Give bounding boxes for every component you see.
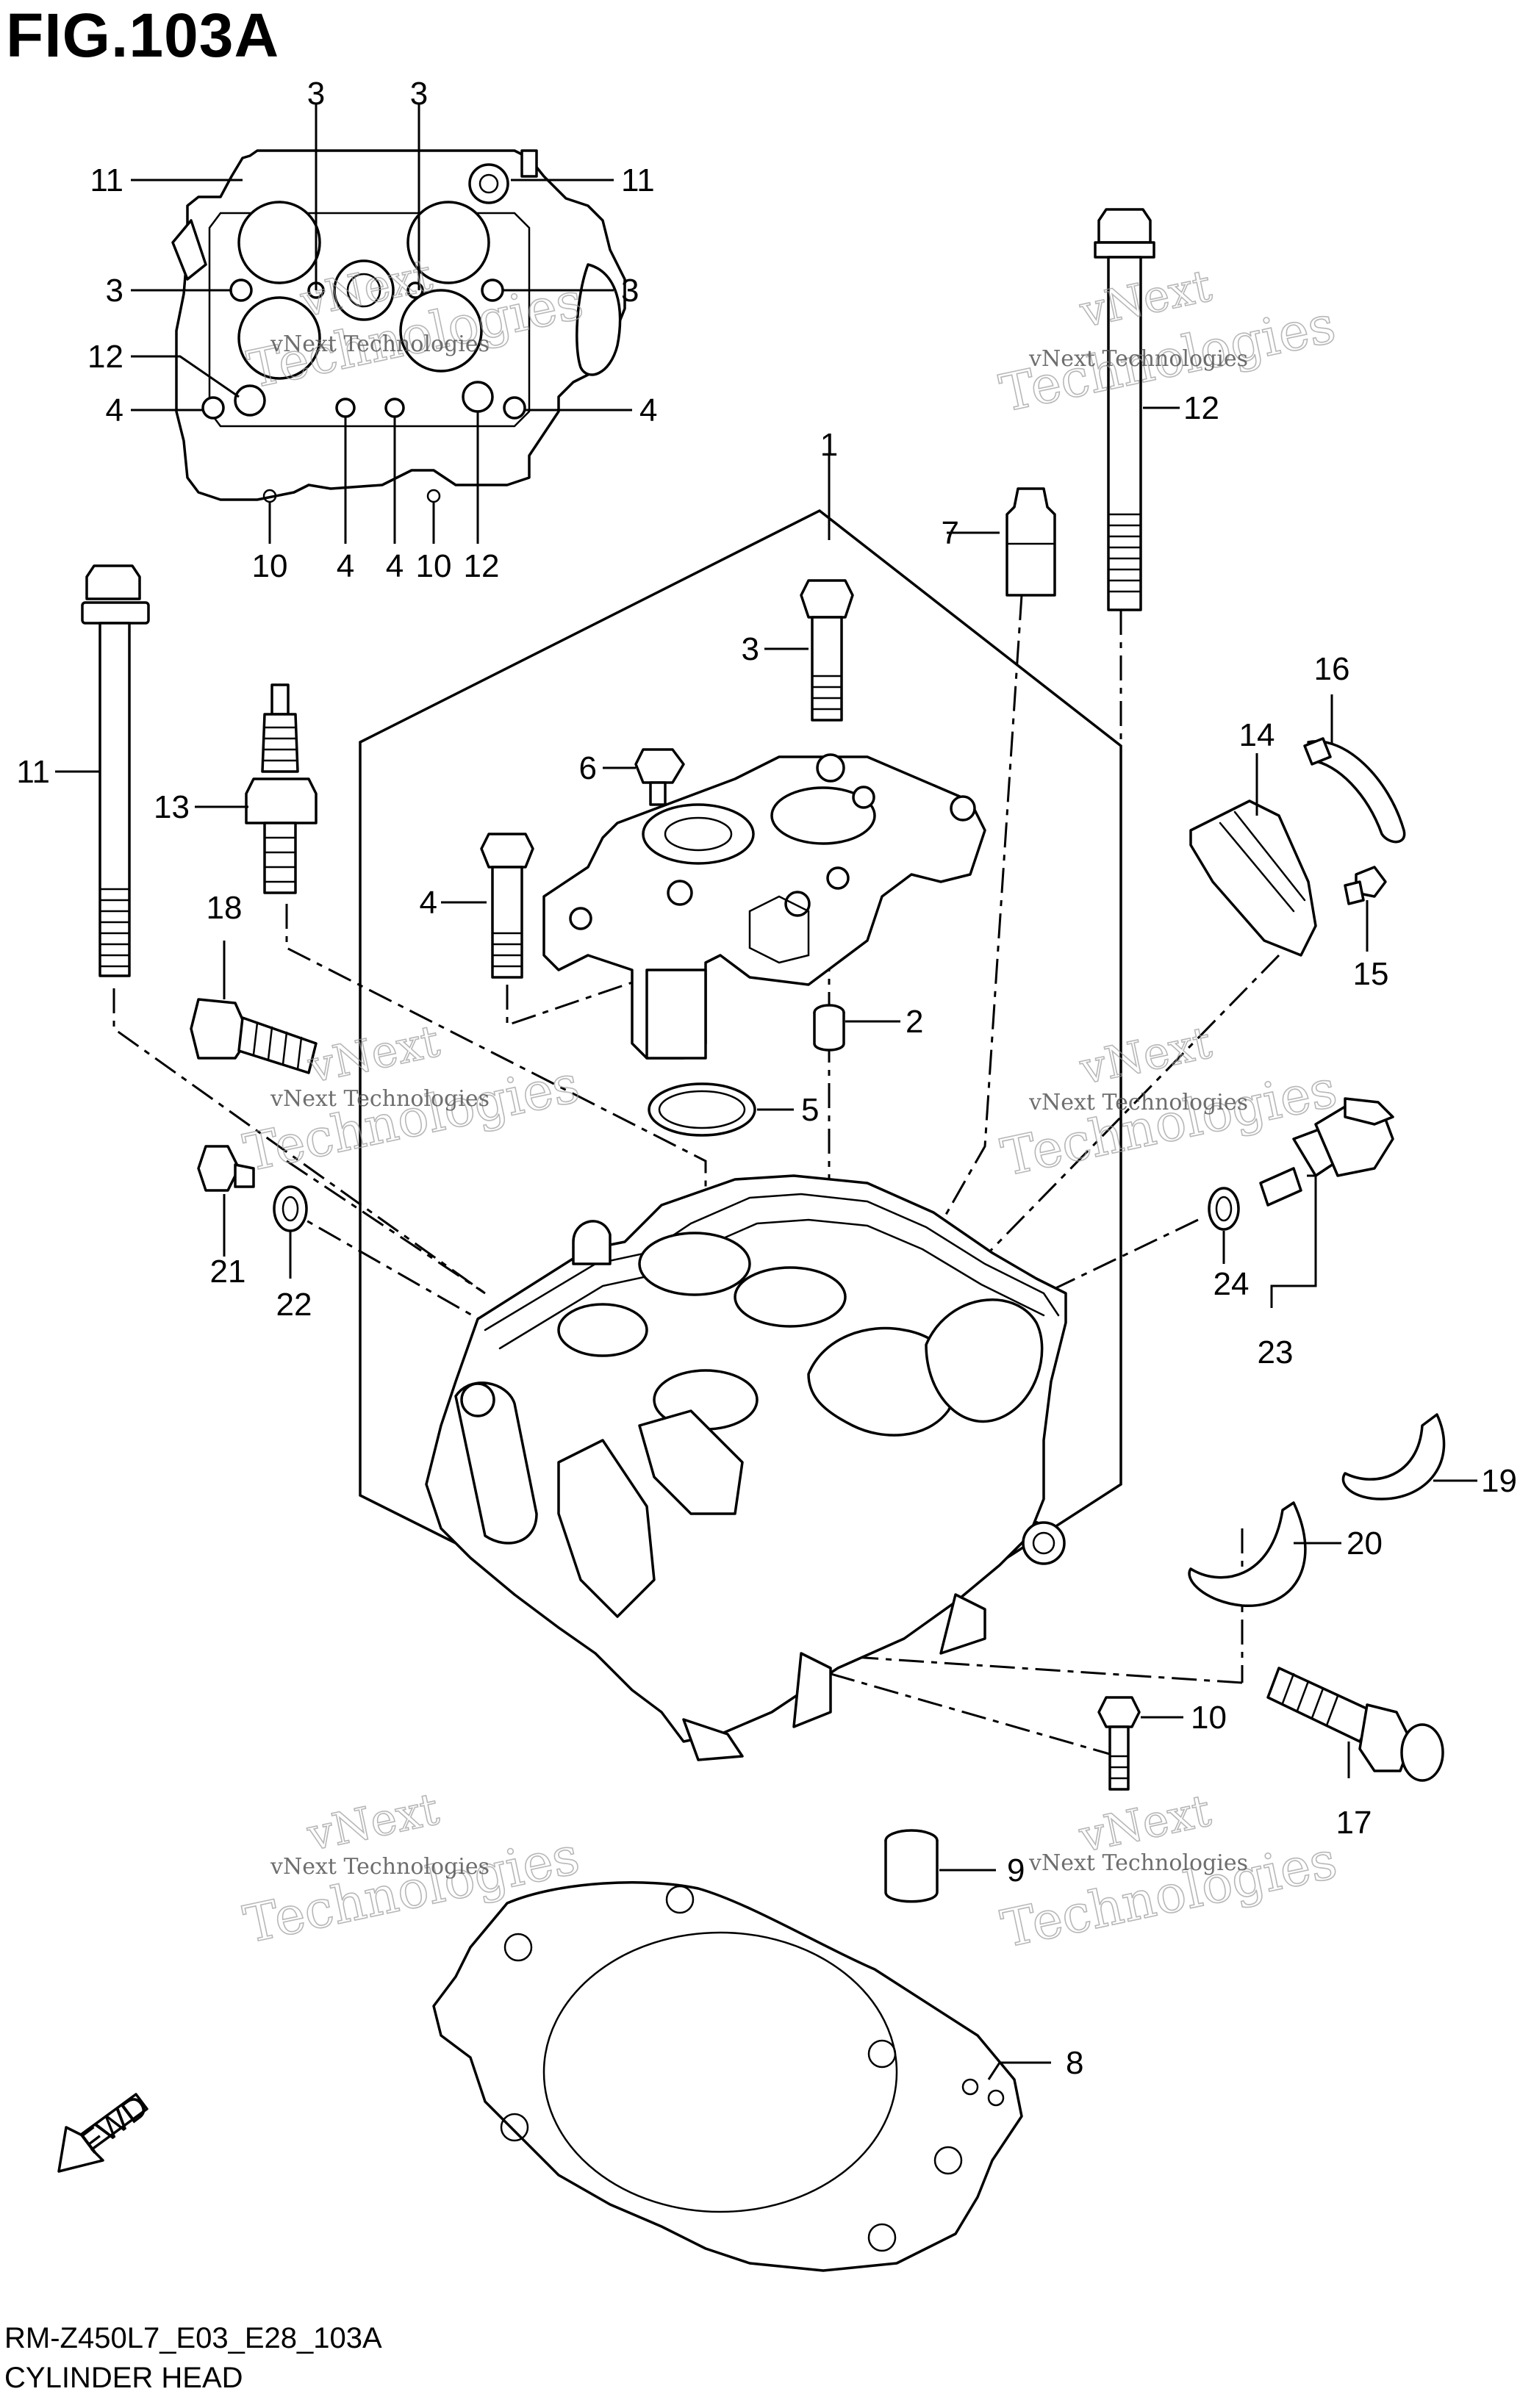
part-14-intake-pipe (1189, 799, 1317, 957)
callout-label: 2 (906, 1004, 923, 1040)
watermark-caption: vNext Technologies (270, 1086, 490, 1112)
part-12-long-bolt (1094, 208, 1155, 611)
part-8-gasket (432, 1881, 1023, 2272)
watermark-brand: vNext (1075, 1017, 1216, 1095)
part-16-clamp (1303, 737, 1406, 844)
callout-label: 17 (1336, 1805, 1372, 1841)
part-6-bolt (634, 748, 685, 806)
cylinder-head-top-view (171, 149, 626, 503)
callout-label: 4 (337, 548, 354, 584)
part-4-bolt (480, 833, 534, 979)
callout-label: 6 (579, 750, 597, 786)
callout-label: 12 (464, 548, 500, 584)
part-22-washer (273, 1185, 308, 1232)
callout-label: 10 (252, 548, 288, 584)
watermark-brand: Technologies (996, 1058, 1341, 1188)
callout-label: 11 (90, 162, 123, 198)
watermark-caption: vNext Technologies (270, 1854, 490, 1880)
figure-title: FIG.103A (6, 1, 280, 70)
watermark-brand: Technologies (996, 1830, 1341, 1960)
callout-labels: 3 3 11 11 3 3 12 4 4 10 4 4 10 12 1 7 12… (16, 76, 1517, 2081)
part-11-long-bolt (81, 564, 150, 977)
part-23-sensor (1259, 1097, 1394, 1207)
callout-label: 14 (1239, 717, 1275, 753)
part-9-dowel (884, 1829, 939, 1903)
assembly-frame (359, 508, 1122, 1707)
part-20-half-ring (1188, 1501, 1307, 1607)
callout-label: 3 (742, 631, 759, 667)
top-view-leaders (131, 103, 632, 544)
main-leaders (55, 406, 1477, 2080)
part-7-guide (1005, 487, 1056, 597)
callout-label: 22 (276, 1287, 312, 1323)
callout-label: 8 (1066, 2045, 1083, 2081)
callout-label: 3 (410, 76, 428, 112)
callout-label: 11 (621, 162, 655, 198)
watermark-caption: vNext Technologies (270, 331, 490, 357)
forward-arrow-icon: FWD (57, 2088, 155, 2173)
drawing-code: RM-Z450L7_E03_E28_103A (4, 2322, 382, 2354)
diagram-caption: CYLINDER HEAD (4, 2362, 243, 2394)
callout-label: 4 (639, 392, 657, 428)
watermark-caption: vNext Technologies (1028, 346, 1248, 372)
callout-label: 1 (820, 427, 838, 463)
part-21-bolt (197, 1145, 255, 1192)
callout-label: 18 (207, 890, 243, 926)
callout-label: 3 (621, 273, 639, 309)
callout-label: 10 (1191, 1700, 1227, 1736)
callout-label: 21 (210, 1254, 246, 1290)
callout-label: 4 (420, 885, 437, 921)
part-19-half-ring (1341, 1413, 1446, 1500)
callout-label: 10 (416, 548, 452, 584)
callout-label: 16 (1314, 651, 1350, 687)
watermark-brand: Technologies (239, 1054, 584, 1184)
watermark-brand: vNext (304, 1016, 444, 1093)
callout-label: 3 (307, 76, 325, 112)
callout-label: 12 (1183, 390, 1219, 426)
part-5-o-ring (648, 1082, 756, 1137)
callout-label: 12 (87, 339, 123, 375)
callout-label: 19 (1481, 1463, 1517, 1499)
part-2-dowel (813, 1004, 845, 1052)
callout-label: 23 (1258, 1334, 1294, 1370)
part-17-bolt (1266, 1667, 1444, 1782)
callout-label: 9 (1007, 1852, 1025, 1888)
part-13-spark-plug (245, 683, 318, 894)
callout-label: 15 (1353, 956, 1389, 992)
part-18-bolt (190, 998, 318, 1074)
callout-label: 20 (1347, 1525, 1383, 1561)
watermark-caption: vNext Technologies (1028, 1090, 1248, 1115)
callout-label: 13 (154, 789, 190, 825)
part-15-bolt (1344, 866, 1387, 905)
watermark-brand: vNext (303, 1783, 443, 1861)
part-10-bolt (1097, 1696, 1141, 1791)
camshaft-holder (542, 753, 986, 1060)
callout-label: 7 (942, 515, 959, 551)
part-24-o-ring (1208, 1187, 1240, 1231)
callout-label: 5 (801, 1092, 819, 1128)
callout-label: 4 (386, 548, 404, 584)
cylinder-head-body (425, 1174, 1067, 1761)
callout-label: 3 (106, 273, 123, 309)
callout-label: 11 (16, 754, 50, 790)
watermark-caption: vNext Technologies (1028, 1850, 1248, 1876)
callout-label: 4 (106, 392, 123, 428)
part-3-bolt (800, 579, 854, 722)
callout-label: 24 (1214, 1266, 1250, 1302)
